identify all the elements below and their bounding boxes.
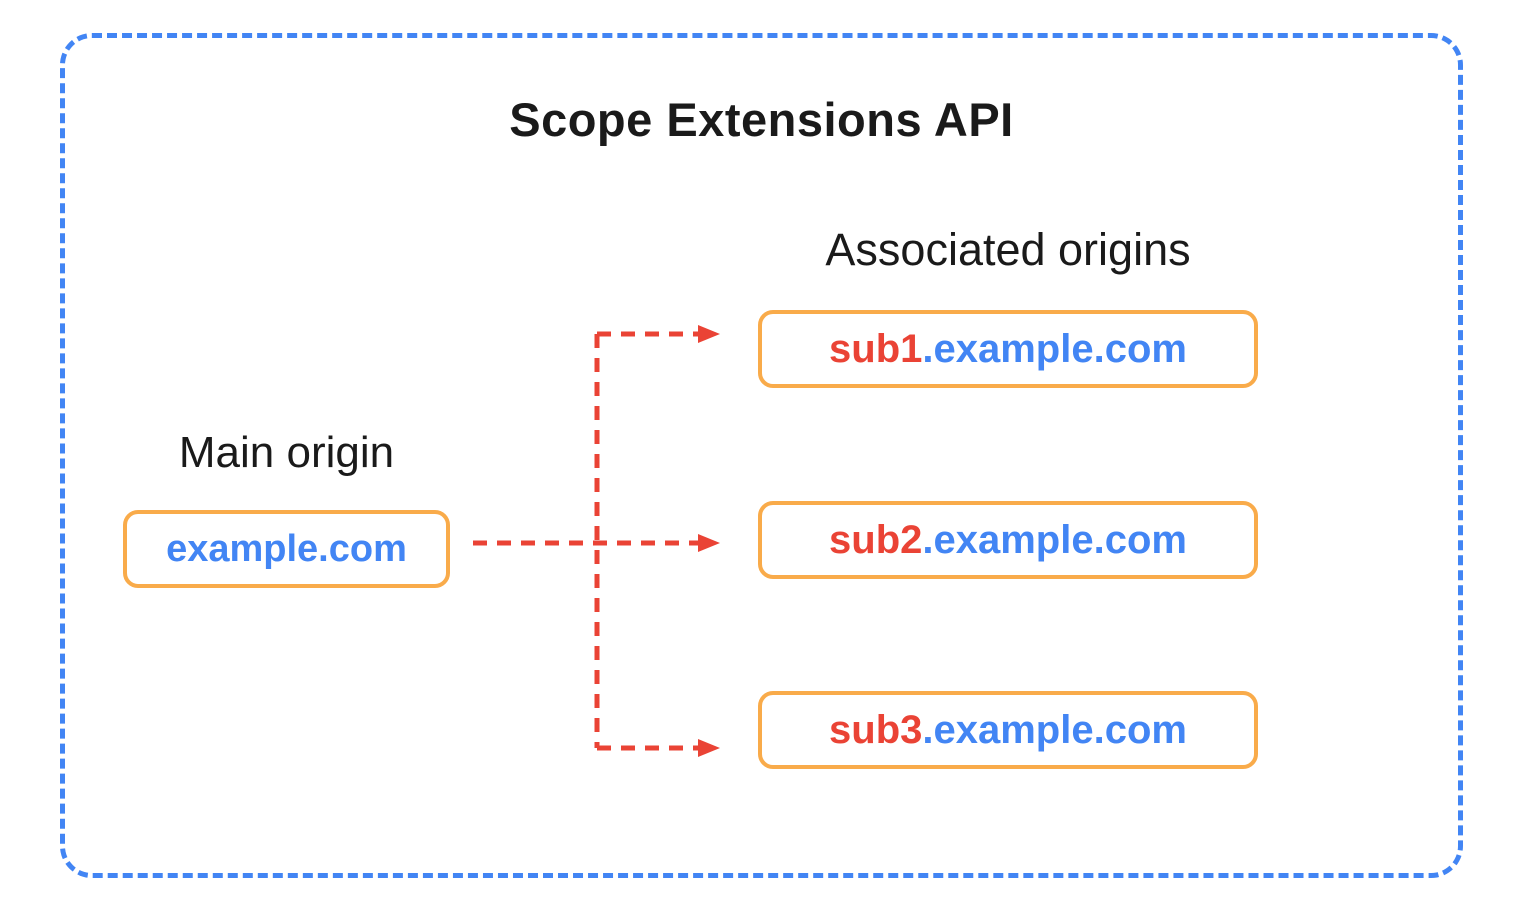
subdomain-prefix: sub1 (829, 326, 923, 371)
subdomain-suffix: .example.com (922, 517, 1187, 562)
associated-origin-domain: sub2.example.com (829, 518, 1187, 563)
associated-origins-label: Associated origins (825, 224, 1191, 275)
subdomain-suffix: .example.com (922, 707, 1187, 752)
associated-origin-box-sub3: sub3.example.com (758, 691, 1258, 769)
main-origin-domain: example.com (166, 527, 407, 570)
subdomain-prefix: sub2 (829, 517, 923, 562)
associated-origin-domain: sub1.example.com (829, 327, 1187, 372)
subdomain-suffix: .example.com (922, 326, 1187, 371)
scope-extensions-frame (60, 33, 1463, 878)
associated-origin-box-sub1: sub1.example.com (758, 310, 1258, 388)
main-origin-box: example.com (123, 510, 450, 588)
diagram-title: Scope Extensions API (509, 93, 1014, 146)
main-origin-label: Main origin (178, 428, 395, 477)
associated-origin-box-sub2: sub2.example.com (758, 501, 1258, 579)
subdomain-prefix: sub3 (829, 707, 923, 752)
associated-origin-domain: sub3.example.com (829, 708, 1187, 753)
